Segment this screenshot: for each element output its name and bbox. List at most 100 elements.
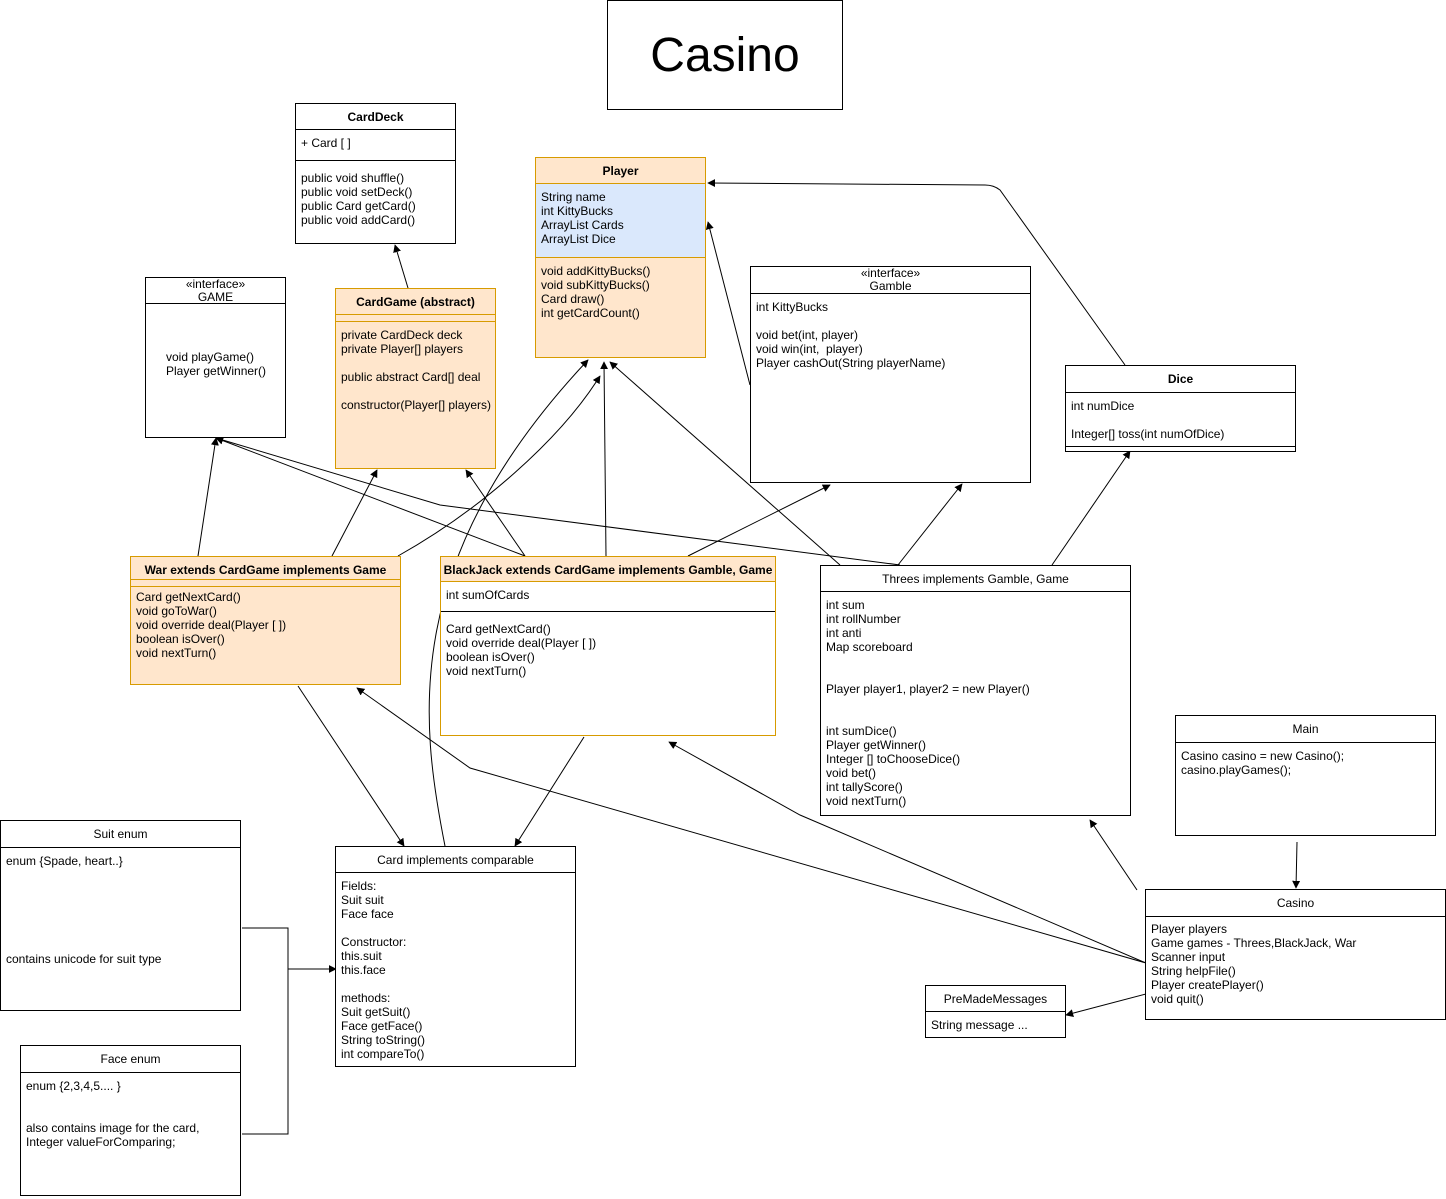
class-name: CardGame (abstract) (336, 289, 495, 315)
member: public abstract Card[] deal (341, 370, 481, 384)
class-dice[interactable]: Dice int numDice Integer[] toss(int numO… (1065, 365, 1296, 452)
enum-face[interactable]: Face enum enum {2,3,4,5.... } also conta… (20, 1045, 241, 1196)
member: void bet() (826, 766, 877, 780)
member: constructor(Player[] players) (341, 398, 492, 412)
member: void nextTurn() (826, 794, 907, 808)
class-name: BlackJack extends CardGame implements Ga… (441, 557, 775, 582)
member (341, 356, 490, 370)
member: casino.playGames(); (1181, 763, 1292, 777)
edge-gamble-to-player (705, 221, 751, 386)
member (341, 977, 570, 991)
method: void addKittyBucks() (541, 264, 651, 278)
member: int compareTo() (341, 1047, 425, 1061)
class-war[interactable]: War extends CardGame implements Game Car… (130, 556, 401, 685)
member: int tallyScore() (826, 780, 903, 794)
class-blackjack[interactable]: BlackJack extends CardGame implements Ga… (440, 556, 776, 736)
field: + Card [ ] (301, 136, 351, 150)
class-card[interactable]: Card implements comparable Fields: Suit … (335, 846, 576, 1067)
edge-threes-to-dice (1051, 450, 1131, 566)
member: Integer [] toChooseDice() (826, 752, 961, 766)
interface-game[interactable]: «interface» GAME void playGame() Player … (145, 277, 286, 438)
edge-blackjack-to-game (215, 436, 526, 557)
edge-threes-to-player (609, 361, 841, 566)
class-name: War extends CardGame implements Game (131, 557, 400, 580)
method: void nextTurn() (446, 664, 527, 678)
member: int sum (826, 598, 865, 612)
class-cardgame[interactable]: CardGame (abstract) private CardDeck dec… (335, 288, 496, 469)
edge-main-to-casino (1292, 841, 1301, 889)
member (6, 924, 235, 938)
member (826, 710, 1125, 724)
class-name: GAME (197, 290, 234, 304)
member: int rollNumber (826, 612, 901, 626)
field: int KittyBucks (541, 204, 614, 218)
member: contains unicode for suit type (6, 952, 162, 966)
member (826, 668, 1125, 682)
member (756, 314, 1025, 328)
edge-casino-to-war (356, 687, 1147, 964)
class-name: Main (1176, 716, 1435, 743)
member: Player players (1151, 922, 1228, 936)
member (26, 1107, 235, 1121)
member (341, 921, 570, 935)
class-threes[interactable]: Threes implements Gamble, Game int sum i… (820, 565, 1131, 816)
method: public void addCard() (301, 213, 416, 227)
edge-blackjack-to-cardgame (465, 469, 526, 557)
member (6, 868, 235, 882)
member: Map scoreboard (826, 640, 913, 654)
edge-card-to-player (428, 359, 589, 847)
edge-blackjack-to-gamble (687, 484, 831, 557)
member: enum {2,3,4,5.... } (26, 1079, 121, 1093)
member: Scanner input (1151, 950, 1226, 964)
stereotype-label: «interface» (860, 266, 921, 280)
interface-gamble[interactable]: «interface» Gamble int KittyBucks void b… (750, 266, 1031, 483)
member: Player player1, player2 = new Player() (826, 682, 1030, 696)
method: public Card getCard() (301, 199, 416, 213)
field: String name (541, 190, 606, 204)
member (1071, 413, 1290, 427)
field: ArrayList Dice (541, 232, 616, 246)
class-player[interactable]: Player String name int KittyBucks ArrayL… (535, 157, 706, 358)
stereotype-label: «interface» (185, 277, 246, 291)
member: Game games - Threes,BlackJack, War (1151, 936, 1357, 950)
member: int anti (826, 626, 862, 640)
method: public void setDeck() (301, 185, 413, 199)
method: Player getWinner() (166, 364, 267, 378)
class-name: Player (536, 158, 705, 184)
edge-threes-to-game (215, 436, 901, 566)
class-premademessages[interactable]: PreMadeMessages String message ... (925, 985, 1066, 1038)
member: Face face (341, 907, 394, 921)
member: private CardDeck deck (341, 328, 463, 342)
method: Card getNextCard() (136, 590, 241, 604)
member: void win(int, player) (756, 342, 863, 356)
member: this.suit (341, 949, 382, 963)
method: Card getNextCard() (446, 622, 551, 636)
member: Suit suit (341, 893, 384, 907)
member (6, 896, 235, 910)
member: int KittyBucks (756, 300, 829, 314)
member (826, 654, 1125, 668)
member: Player createPlayer() (1151, 978, 1264, 992)
class-casino[interactable]: Casino Player players Game games - Three… (1145, 889, 1446, 1020)
member: Constructor: (341, 935, 407, 949)
member: Fields: (341, 879, 377, 893)
class-name: Card implements comparable (336, 847, 575, 873)
member: String message ... (931, 1018, 1028, 1032)
edge-threes-to-gamble (897, 483, 963, 566)
edge-blackjack-to-player (600, 361, 609, 557)
member: private Player[] players (341, 342, 464, 356)
member: Suit getSuit() (341, 1005, 411, 1019)
member: String toString() (341, 1033, 426, 1047)
member: also contains image for the card, (26, 1121, 200, 1135)
member: methods: (341, 991, 391, 1005)
member (341, 384, 490, 398)
edge-cardgame-to-carddeck (393, 244, 409, 289)
class-carddeck[interactable]: CardDeck + Card [ ] public void shuffle(… (295, 103, 456, 244)
enum-suit[interactable]: Suit enum enum {Spade, heart..} contains… (0, 820, 241, 1011)
class-name: Casino (1146, 890, 1445, 917)
class-main[interactable]: Main Casino casino = new Casino(); casin… (1175, 715, 1436, 836)
member: Player getWinner() (826, 738, 927, 752)
edge-casino-to-threes (1089, 819, 1138, 891)
method: void nextTurn() (136, 646, 217, 660)
